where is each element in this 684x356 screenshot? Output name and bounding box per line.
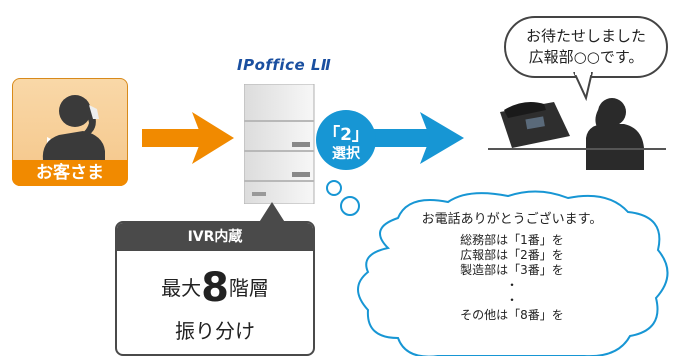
message-option-last: その他は「8番」を: [460, 308, 564, 322]
ivr-number: 8: [201, 265, 229, 311]
desk-line: [488, 148, 666, 150]
thought-bubbles-icon: [326, 180, 360, 216]
ivr-pointer-icon: [258, 202, 286, 224]
staff-line-1: お待たせしました: [525, 27, 646, 45]
ivr-message: お電話ありがとうございます。 総務部は「1番」を 広報部は「2番」を 製造部は「…: [372, 212, 652, 323]
orange-arrow-icon: [142, 112, 234, 164]
message-ellipsis-dot: ・: [505, 278, 518, 292]
server-device-icon: [244, 84, 315, 204]
product-logo: IPoffice LⅡ: [237, 56, 332, 74]
ivr-feature-box: IVR内蔵 最大8階層 振り分け: [115, 221, 315, 356]
message-option: 総務部は「1番」を: [460, 233, 564, 247]
selection-number: 「2」: [323, 125, 369, 145]
selection-badge: 「2」 選択: [316, 110, 376, 170]
ivr-levels: 最大8階層: [117, 265, 313, 311]
ivr-prefix: 最大: [161, 276, 202, 300]
selection-word: 選択: [332, 146, 360, 162]
staff-line-2: 広報部○○です。: [528, 48, 644, 66]
staff-speech-bubble: お待たせしました 広報部○○です。: [504, 16, 668, 78]
operator-silhouette-icon: [586, 98, 644, 170]
customer-label: お客さま: [12, 160, 128, 186]
desk-phone-icon: [500, 102, 570, 148]
message-option: 広報部は「2番」を: [460, 248, 564, 262]
speech-tail-icon: [573, 72, 593, 102]
message-greeting: お電話ありがとうございます。: [421, 212, 603, 227]
message-ellipsis-dot: ・: [505, 293, 518, 307]
message-cloud-icon: [357, 190, 669, 356]
message-option: 製造部は「3番」を: [460, 263, 564, 277]
ivr-routing: 振り分け: [175, 319, 255, 343]
ivr-header: IVR内蔵: [117, 223, 313, 251]
ivr-suffix: 階層: [228, 276, 269, 300]
customer-silhouette-icon: [42, 95, 105, 183]
